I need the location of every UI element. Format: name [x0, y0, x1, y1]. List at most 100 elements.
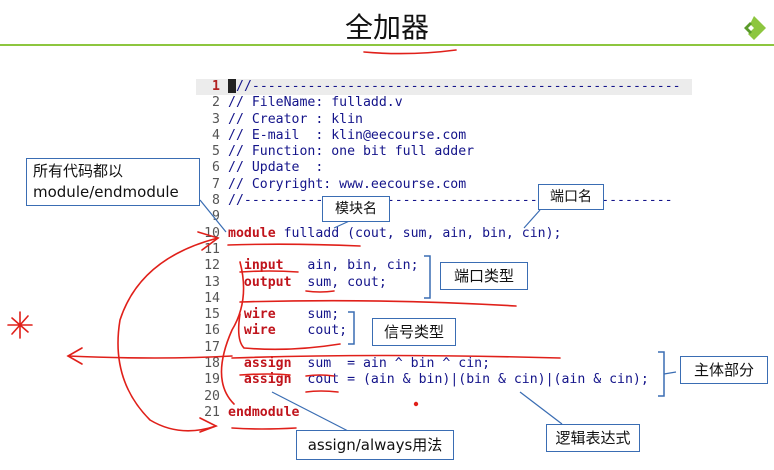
- comment-text: // Coryright: www.eecourse.com: [228, 176, 467, 192]
- line-number: 9: [212, 209, 220, 225]
- code-text: // Coryright: www.eecourse.com: [228, 177, 466, 193]
- code-text: assign sum = ain ^ bin ^ cin;: [228, 356, 490, 372]
- ink-arrow-left-head: [66, 347, 83, 365]
- code-rest: cout;: [275, 323, 348, 339]
- slide-title: 全加器: [344, 11, 429, 44]
- ink-divider-ports: [239, 299, 517, 307]
- annotation-module-endmodule: 所有代码都以 module/endmodule: [26, 158, 200, 206]
- code-keyword: input: [228, 258, 284, 274]
- comment-text: // Creator : klin: [228, 111, 363, 127]
- ink-underline-assign: [239, 373, 291, 376]
- code-keyword: wire: [228, 307, 276, 323]
- code-text: wire cout;: [228, 323, 347, 339]
- line-number: 13: [204, 274, 220, 290]
- code-text: // Update :: [228, 160, 323, 176]
- ink-left-curve: [117, 237, 219, 432]
- code-text: input ain, bin, cin;: [228, 258, 419, 274]
- line-number: 7: [212, 176, 220, 192]
- line-number: 6: [212, 160, 220, 176]
- code-line: 15 wire sum;: [196, 307, 692, 323]
- code-text: //--------------------------------------…: [228, 79, 681, 95]
- code-rest: sum = ain ^ bin ^ cin;: [291, 356, 491, 372]
- comment-text: //--------------------------------------…: [236, 79, 681, 94]
- code-line: 1 //-------------------------------------…: [196, 79, 692, 96]
- code-rest: sum;: [275, 307, 340, 323]
- ink-arrow-top: [197, 231, 220, 251]
- line-number: 5: [212, 144, 220, 160]
- annotation-module-name: 模块名: [322, 196, 390, 222]
- line-number: 19: [204, 372, 220, 388]
- code-keyword: output: [228, 274, 292, 290]
- code-keyword: assign: [228, 372, 292, 388]
- connector-module: [199, 199, 227, 233]
- annotation-signal-type: 信号类型: [372, 318, 456, 346]
- line-number: 2: [212, 95, 220, 111]
- code-line: 9: [196, 209, 692, 225]
- line-number: 20: [204, 388, 220, 404]
- line-number: 1: [212, 79, 220, 94]
- connector-logic: [519, 391, 563, 425]
- ink-divider-signals: [231, 354, 561, 359]
- line-number: 3: [212, 111, 220, 127]
- code-rest: sum, cout;: [291, 274, 387, 290]
- ink-underline-cout: [305, 390, 339, 393]
- code-line: 7 // Coryright: www.eecourse.com: [196, 177, 692, 193]
- code-text: wire sum;: [228, 307, 339, 323]
- code-line: 14: [196, 291, 692, 307]
- code-keyword: module: [228, 225, 276, 241]
- title-divider: [0, 44, 774, 46]
- code-line: 21 endmodule: [196, 405, 692, 421]
- line-number: 4: [212, 127, 220, 143]
- line-number: 18: [204, 356, 220, 372]
- annotation-main-part: 主体部分: [680, 356, 768, 384]
- code-keyword: assign: [228, 356, 292, 372]
- ink-underline-sum-output: [305, 290, 335, 293]
- code-keyword: endmodule: [228, 404, 300, 420]
- code-rest: fulladd (cout, sum, ain, bin, cin);: [275, 225, 562, 241]
- ink-arrow-left-line: [67, 355, 233, 359]
- ink-dot: [413, 401, 419, 407]
- eecourse-logo-icon: [744, 16, 766, 40]
- code-text: // Function: one bit full adder: [228, 144, 474, 160]
- code-line: 3 // Creator : klin: [196, 112, 692, 128]
- connector-port-name: [523, 209, 541, 229]
- code-line: 6 // Update :: [196, 160, 692, 176]
- connector-assign: [271, 391, 351, 433]
- bracket-signal-type: [348, 311, 355, 345]
- code-keyword: wire: [228, 323, 276, 339]
- comment-text: // Function: one bit full adder: [228, 144, 475, 160]
- code-text: endmodule: [228, 405, 299, 421]
- bracket-port-type: [424, 255, 431, 299]
- line-number: 15: [204, 307, 220, 323]
- ink-underline-input: [239, 270, 299, 273]
- ink-underline-module: [227, 243, 361, 247]
- comment-text: // FileName: fulladd.v: [228, 95, 403, 111]
- comment-text: // Update :: [228, 160, 324, 176]
- ink-star: [7, 311, 33, 339]
- code-text: output sum, cout;: [228, 275, 387, 291]
- annotation-port-name: 端口名: [538, 184, 604, 210]
- line-number: 8: [212, 193, 220, 209]
- annotation-assign-always: assign/always用法: [296, 430, 454, 460]
- code-line: 20: [196, 389, 692, 405]
- code-text: // Creator : klin: [228, 112, 363, 128]
- line-number: 21: [204, 404, 220, 420]
- code-line: 16 wire cout;: [196, 323, 692, 339]
- code-rest: ain, bin, cin;: [283, 258, 419, 274]
- code-line: 19 assign cout = (ain & bin)|(bin & cin)…: [196, 372, 692, 388]
- annotation-logic-expression: 逻辑表达式: [546, 424, 640, 452]
- code-line: 2 // FileName: fulladd.v: [196, 95, 692, 111]
- code-line: 5 // Function: one bit full adder: [196, 144, 692, 160]
- text-cursor: [228, 79, 236, 93]
- ink-arrow-bottom: [199, 417, 218, 433]
- ink-title-underline: [363, 49, 457, 55]
- connector-main-part: [663, 371, 677, 375]
- ink-inner-curve: [220, 261, 245, 405]
- line-number: 17: [204, 339, 220, 355]
- code-rest: cout = (ain & bin)|(bin & cin)|(ain & ci…: [291, 372, 649, 388]
- line-number: 14: [204, 290, 220, 306]
- line-number: 12: [204, 258, 220, 274]
